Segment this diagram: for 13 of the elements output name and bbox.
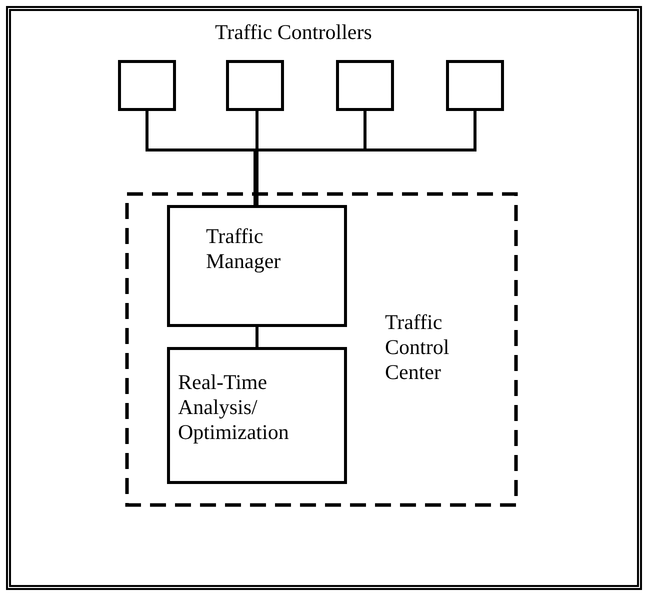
controller-box <box>446 60 504 111</box>
connector-line <box>256 327 258 347</box>
group-heading: Traffic Controllers <box>215 20 372 45</box>
node-label: Traffic Manager <box>206 224 282 274</box>
dashed-group-box <box>125 192 518 507</box>
controller-box <box>118 60 176 111</box>
node-label: Traffic Control Center <box>385 310 450 385</box>
connector-line <box>256 111 258 205</box>
process-box <box>167 347 347 484</box>
controller-box <box>336 60 394 111</box>
node-label: Real-Time Analysis/ Optimization <box>178 370 290 445</box>
process-box <box>167 205 347 327</box>
controller-box <box>226 60 284 111</box>
